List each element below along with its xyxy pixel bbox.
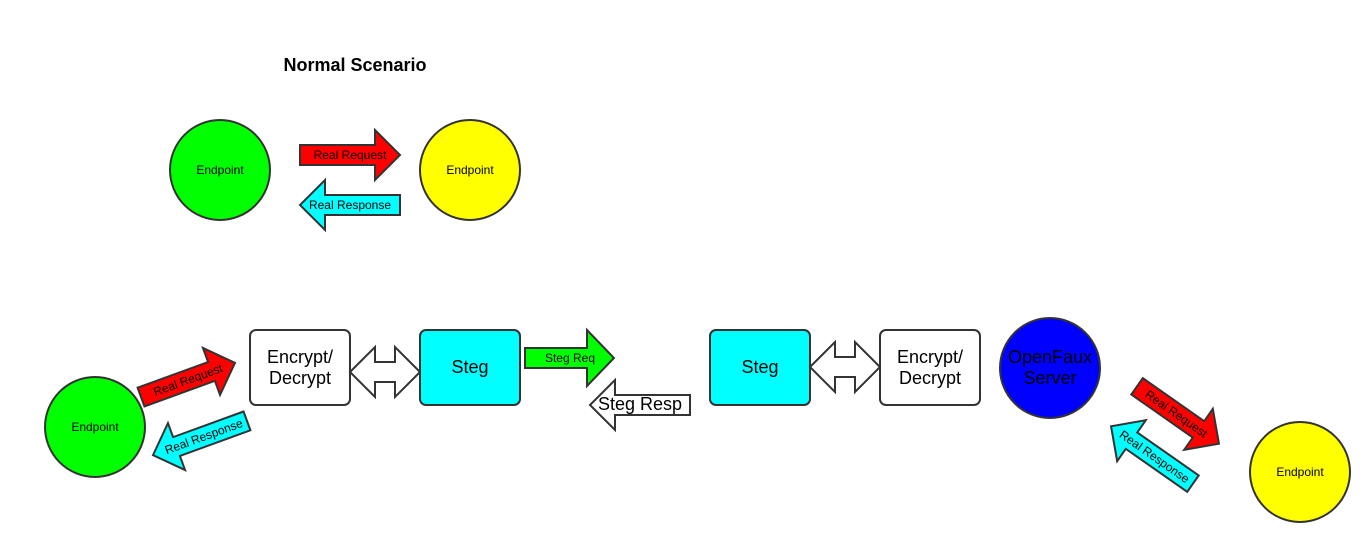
crypto-left-line2: Decrypt <box>269 368 331 388</box>
steg-resp-label: Steg Resp <box>598 394 682 414</box>
normal-request-arrow <box>299 127 402 183</box>
normal-endpoint-right <box>419 119 521 221</box>
normal-request-label: Real Request <box>314 148 387 162</box>
crypto-box-right <box>879 329 981 406</box>
crypto-left-line1: Encrypt/ <box>267 347 333 367</box>
normal-endpoint-right-label: Endpoint <box>446 163 494 177</box>
openfaux-server-node <box>999 317 1101 419</box>
flow-response-right-label: Real Response <box>1117 427 1193 486</box>
steg-req-arrow <box>524 327 616 389</box>
normal-endpoint-left-label: Endpoint <box>196 163 244 177</box>
flow-request-right-label: Real Request <box>1143 387 1211 441</box>
flow-request-left-arrow: Real Request <box>136 346 237 408</box>
flow-endpoint-right <box>1249 421 1351 523</box>
double-arrow-left <box>348 344 422 400</box>
double-arrow-right <box>808 339 882 395</box>
server-line2: Server <box>1023 368 1076 388</box>
flow-endpoint-left-label: Endpoint <box>71 420 119 434</box>
steg-left-label: Steg <box>451 357 488 377</box>
diagram-title: Normal Scenario <box>283 55 426 75</box>
normal-endpoint-left <box>169 119 271 221</box>
steg-resp-arrow <box>588 377 691 433</box>
crypto-right-line1: Encrypt/ <box>897 347 963 367</box>
steg-req-label: Steg Req <box>545 351 595 365</box>
flow-endpoint-right-label: Endpoint <box>1276 465 1324 479</box>
normal-response-arrow <box>298 177 401 233</box>
flow-endpoint-left <box>44 376 146 478</box>
steg-right-label: Steg <box>741 357 778 377</box>
server-line1: OpenFaux <box>1008 347 1092 367</box>
crypto-box-left <box>249 329 351 406</box>
normal-response-label: Real Response <box>309 198 391 212</box>
flow-response-left-arrow: Real Response <box>151 410 252 472</box>
steg-box-left <box>419 329 521 406</box>
crypto-right-line2: Decrypt <box>899 368 961 388</box>
